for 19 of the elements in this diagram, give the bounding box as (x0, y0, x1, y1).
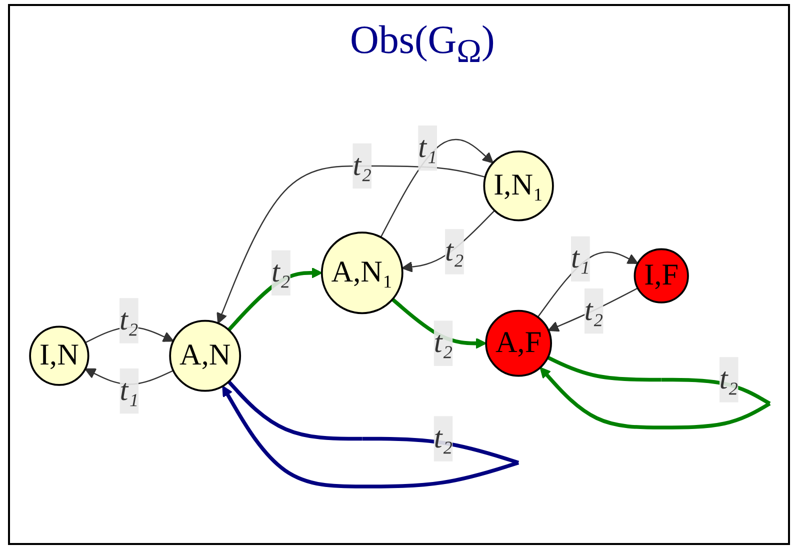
edge-label: t₂ (434, 326, 453, 360)
edge-label: t₂ (584, 294, 604, 328)
edge-label: t₂ (352, 150, 372, 182)
node-circle: I,N (29, 326, 90, 386)
edge-label: t₂ (445, 235, 464, 268)
edge-label: t₂ (120, 304, 138, 338)
edge-label: t₁ (120, 374, 139, 408)
node-circle: A,N₁ (320, 232, 404, 314)
arrow (216, 165, 486, 324)
edge-label: t₁ (418, 132, 438, 164)
edge-label: t₁ (571, 242, 590, 276)
diagram-title: Obs(G$_{Ω}$) (350, 16, 495, 71)
node-circle: I,N₁ (483, 150, 554, 222)
edge-label: t₂ (272, 256, 290, 290)
node-circle: A,N (169, 320, 242, 392)
node-circle: A,F (485, 310, 552, 377)
edge-label: t₂ (719, 363, 738, 396)
node-circle: I,F (634, 248, 689, 304)
edge-label: t₂ (434, 422, 453, 456)
